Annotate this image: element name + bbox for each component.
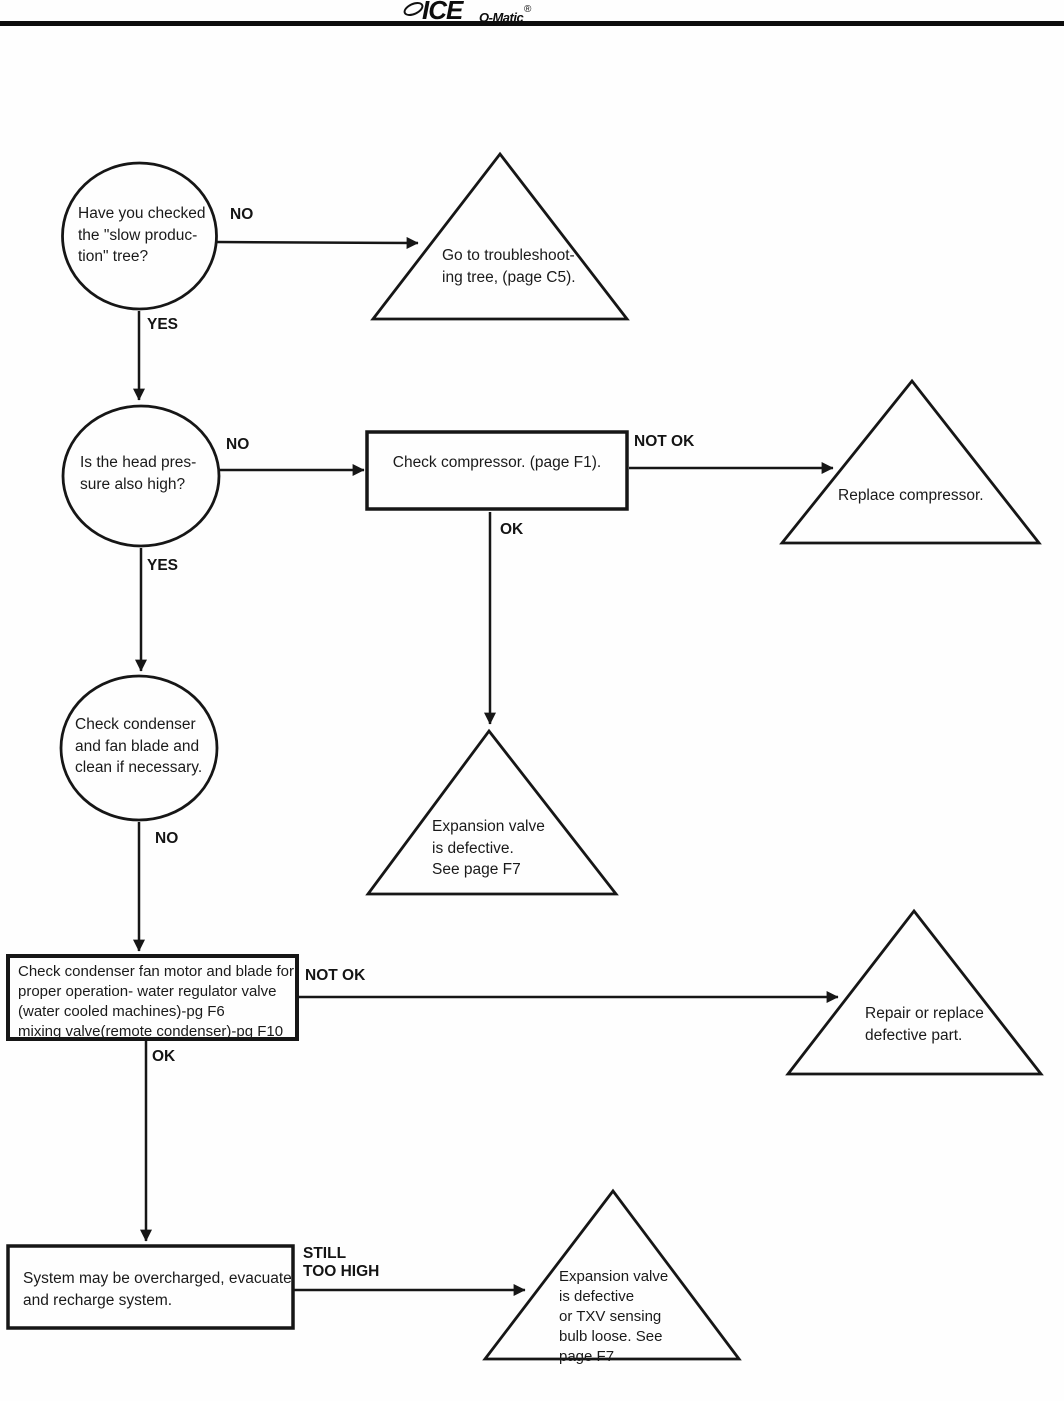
node-text-replace-compressor: Replace compressor. [838, 487, 984, 504]
circle-slow-production [61, 161, 218, 311]
triangle-expansion-defective [365, 728, 619, 896]
box-check-compressor [365, 430, 629, 511]
box-check-fan-motor [6, 954, 299, 1041]
header-rule [0, 21, 1064, 26]
triangle-replace-compressor [779, 378, 1042, 545]
triangle-goto-troubleshooting [370, 151, 630, 321]
edge-label-yes-2: YES [147, 557, 179, 574]
node-text-check-fan-motor: Check condenser fan motor and blade for … [18, 963, 294, 1040]
registered-mark: ® [524, 4, 532, 15]
box-system-overcharged [6, 1244, 295, 1330]
edge-label-yes-1: YES [147, 316, 179, 333]
edge-label-still-too-high: STILL TOO HIGH [303, 1245, 380, 1280]
circle-head-pressure [61, 404, 221, 548]
edge-label-no-1: NO [230, 206, 254, 223]
edge-label-ok-1: OK [500, 521, 524, 538]
edge-label-not-ok-1: NOT OK [634, 433, 695, 450]
node-text-head-pressure: Is the head pres- sure also high? [80, 454, 197, 493]
node-text-expansion-txv: Expansion valve is defective or TXV sens… [559, 1268, 669, 1365]
node-text-check-compressor: Check compressor. (page F1). [392, 454, 602, 471]
node-text-goto-troubleshooting: Go to troubleshoot- ing tree, (page C5). [442, 247, 576, 286]
node-text-expansion-defective: Expansion valve is defective. See page F… [432, 818, 545, 878]
node-text-system-overcharged: System may be overcharged, evacuate and … [23, 1270, 292, 1309]
edge-label-no-3: NO [155, 830, 179, 847]
logo-text-ice: ICE [422, 0, 463, 25]
edge-label-not-ok-2: NOT OK [305, 967, 366, 984]
triangle-repair-replace [785, 908, 1044, 1076]
circle-check-condenser [59, 674, 219, 822]
edge-label-ok-2: OK [152, 1048, 176, 1065]
node-text-repair-replace: Repair or replace defective part. [865, 1005, 984, 1044]
node-text-check-condenser: Check condenser and fan blade and clean … [75, 716, 203, 776]
edge-label-no-2: NO [226, 436, 250, 453]
node-text-slow-production: Have you checked the "slow produc- tion"… [78, 205, 206, 265]
triangle-expansion-txv [482, 1188, 742, 1361]
arrow-no-to-troubleshooting [215, 236, 419, 249]
